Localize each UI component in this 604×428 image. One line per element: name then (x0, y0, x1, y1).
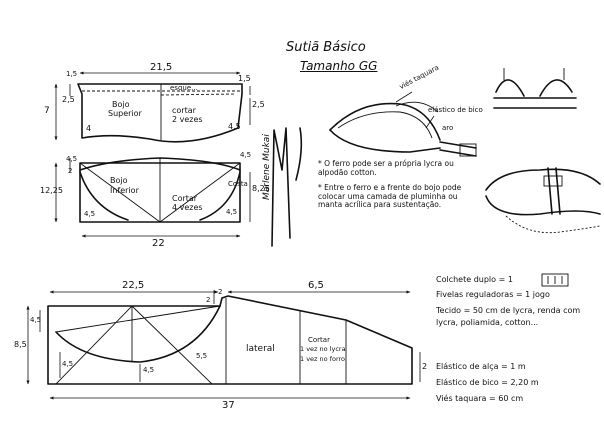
mid-right-mid: 8,25 (252, 184, 270, 193)
top-left-height: 7 (44, 106, 50, 116)
material-2: Fivelas reguladoras = 1 jogo (436, 290, 550, 299)
bottom-left-height: 8,5 (14, 340, 27, 349)
bottom-small-2a: 2 (206, 296, 211, 304)
top-cut-2: 2 vezes (172, 115, 203, 124)
material-3: Tecido = 50 cm de lycra, renda com lycra… (436, 306, 581, 327)
material-5: Elástico de bico = 2,20 m (436, 378, 539, 387)
mid-bottom-left: 4,5 (84, 210, 96, 218)
bottom-cut-2: 1 vez no lycra (300, 345, 346, 353)
top-right-mid: 2,5 (252, 100, 265, 109)
mid-width: 22 (152, 238, 165, 249)
mid-left-height: 12,25 (40, 186, 63, 195)
top-right-top: 1,5 (238, 74, 251, 83)
signature-drawing (271, 127, 303, 247)
mid-cut-2: 4 vezes (172, 203, 203, 212)
bra-front-drawing (493, 68, 577, 109)
bottom-right-width: 6,5 (308, 280, 324, 291)
bottom-total-width: 37 (222, 400, 235, 411)
top-left-small: 1,5 (66, 70, 78, 78)
side-label-2: elástico de bico (428, 106, 483, 114)
bottom-small-2b: 2 (218, 288, 223, 296)
bojo-superior-pattern (54, 71, 251, 143)
mid-name-2: Inferior (110, 186, 139, 195)
title-line2: Tamanho GG (300, 59, 378, 73)
top-edge-label: esque... (170, 84, 198, 92)
mid-left-top: 4,5 (66, 155, 78, 163)
title-line1: Sutiã Básico (286, 40, 366, 55)
top-bottom-left: 4 (86, 124, 92, 133)
bottom-left-width: 22,5 (122, 280, 145, 291)
bottom-right-end: 2 (422, 362, 428, 371)
bottom-left-top: 4,5 (30, 316, 42, 324)
signature: Marlene Mukai (262, 134, 272, 200)
bottom-cut-3: 1 vez no forro (300, 355, 346, 363)
bra-back-drawing (485, 167, 601, 234)
bojo-inferior-pattern (54, 157, 251, 238)
note-1: * O ferro pode ser a própria lycra ou al… (318, 159, 454, 177)
top-cut-1: cortar (172, 106, 196, 115)
top-width: 21,5 (150, 62, 173, 73)
top-bottom-right: 4,5 (228, 122, 241, 131)
material-6: Viés taquara = 60 cm (436, 394, 524, 403)
top-name-1: Bojo (112, 100, 130, 109)
top-left-mid: 2,5 (62, 95, 75, 104)
side-label-3: aro (442, 124, 454, 132)
bottom-diag: 5,5 (196, 352, 208, 360)
lateral-pattern (26, 290, 421, 400)
hook-icon (541, 273, 569, 287)
material-4: Elástico de alça = 1 m (436, 362, 526, 371)
mid-bottom-right: 4,5 (226, 208, 238, 216)
bottom-center-low: 4,5 (143, 366, 155, 374)
mid-cut-1: Cortar (172, 194, 198, 203)
mid-name-1: Bojo (110, 176, 128, 185)
bottom-lateral: lateral (246, 344, 275, 354)
mid-left-mid: 2 (68, 167, 73, 175)
note-2: * Entre o ferro e a frente do bojo pode … (318, 183, 462, 210)
bottom-cut-1: Cortar (308, 336, 330, 344)
top-name-2: Superior (108, 109, 142, 118)
material-1: Colchete duplo = 1 (436, 275, 513, 284)
bottom-left-low: 4,5 (62, 360, 74, 368)
mid-right-top: 4,5 (240, 151, 252, 159)
bra-side-drawing (329, 91, 477, 157)
mid-right-edge: Costa (228, 180, 248, 188)
